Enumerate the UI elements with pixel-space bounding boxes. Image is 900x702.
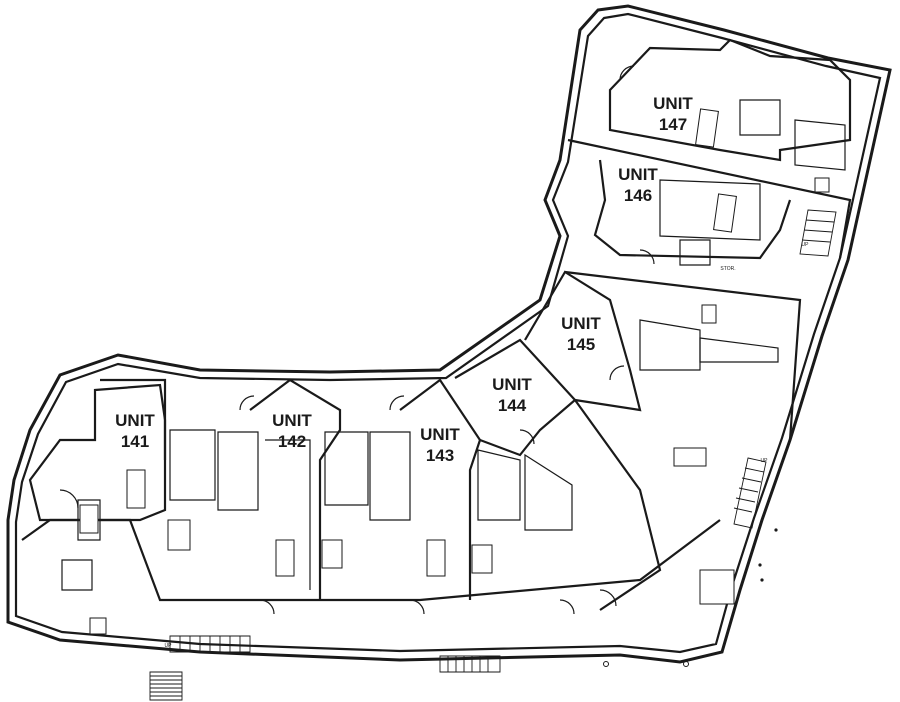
up-label: UP: [761, 458, 769, 464]
unit-141-label-line1: UNIT: [115, 411, 155, 430]
exterior-dots: [603, 528, 778, 667]
unit-143-label-line1: UNIT: [420, 425, 460, 444]
unit-146-label-line1: UNIT: [618, 165, 658, 184]
unit-144-label-line1: UNIT: [492, 375, 532, 394]
unit-144-label-line2: 144: [498, 396, 527, 415]
unit-146-label-line2: 146: [624, 186, 652, 205]
up-label: UP: [802, 242, 810, 248]
stor-label: STOR.: [720, 266, 735, 272]
building-outline: [6, 4, 892, 664]
unit-141-label-line2: 141: [121, 432, 149, 451]
door-swings: [59, 65, 655, 615]
unit-142-label-line1: UNIT: [272, 411, 312, 430]
unit-partitions: [28, 38, 852, 611]
unit-147-label-line2: 147: [659, 115, 687, 134]
stairs: [149, 209, 837, 701]
unit-145-label-line2: 145: [567, 335, 595, 354]
fixtures: [79, 108, 830, 635]
unit-143-label-line2: 143: [426, 446, 454, 465]
unit-labels: UNIT 141 UNIT 142 UNIT 143 UNIT 144 UNIT…: [115, 94, 693, 465]
unit-147-label-line1: UNIT: [653, 94, 693, 113]
up-label: UP: [165, 643, 173, 649]
small-annotations: STOR. UP UP UP: [165, 242, 810, 649]
unit-142-label-line2: 142: [278, 432, 306, 451]
unit-145-label-line1: UNIT: [561, 314, 601, 333]
